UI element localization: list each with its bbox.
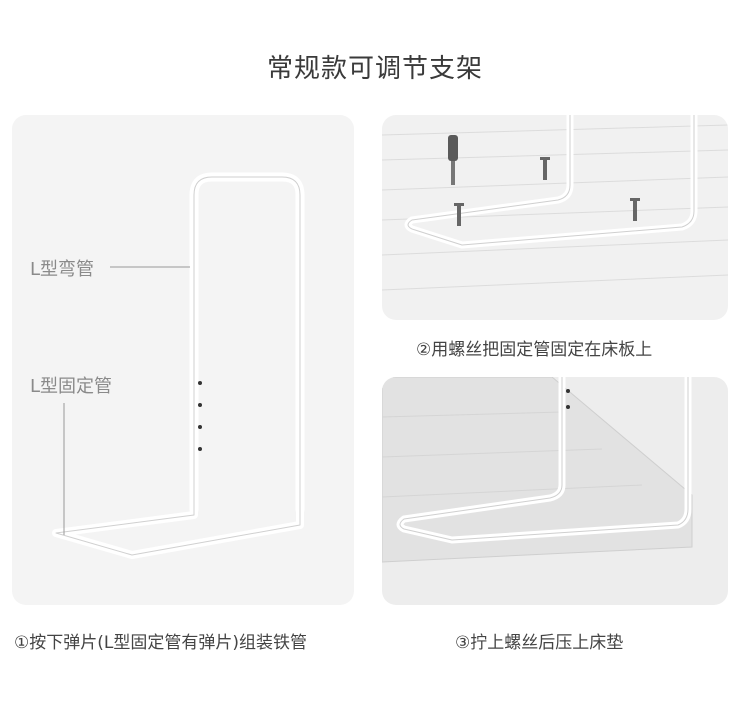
step1-caption: ①按下弹片(L型固定管有弹片)组装铁管 [14, 633, 307, 653]
l-bracket-illustration [52, 172, 305, 559]
page-title: 常规款可调节支架 [266, 54, 483, 84]
screw-icon [454, 157, 640, 226]
fixed-tube-label: L型固定管 [30, 376, 113, 397]
mattress-panel [382, 377, 728, 605]
mattress-illustration [382, 377, 693, 563]
bend-tube-label: L型弯管 [30, 259, 95, 280]
step2-caption: ②用螺丝把固定管固定在床板上 [416, 340, 653, 360]
bed-board-illustration [382, 115, 728, 291]
step3-caption: ③拧上螺丝后压上床垫 [455, 633, 624, 653]
assembly-panel: L型弯管 L型固定管 [12, 115, 354, 605]
screwdriver-icon [448, 135, 458, 185]
screw-fix-panel [382, 115, 728, 320]
